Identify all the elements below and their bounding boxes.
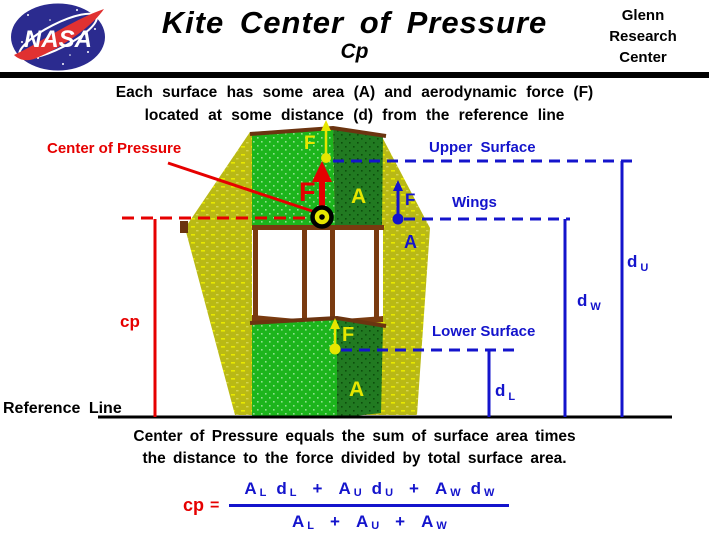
cp-label: cp	[120, 312, 140, 331]
area-label-lower: A	[349, 378, 365, 401]
page-title: Kite Center of Pressure	[161, 5, 548, 40]
frame-stick	[374, 227, 379, 320]
force-label-upper: F	[304, 133, 316, 154]
upper-cell-front	[252, 127, 335, 228]
eq-plus: +	[312, 479, 323, 498]
d-upper-sub: U	[640, 262, 649, 274]
caption-line-1: Center of Pressure equals the sum of sur…	[133, 428, 576, 445]
d-wings-sub: W	[590, 301, 601, 313]
wing-force-arrowhead	[393, 180, 403, 191]
org-line: Center	[619, 49, 667, 66]
upper-force-point	[321, 153, 331, 163]
cp-pointer-line	[167, 161, 319, 215]
lower-cell-side	[337, 320, 383, 418]
logo-swoosh	[14, 9, 104, 61]
frame-stick	[253, 227, 258, 320]
header: Kite Center of Pressure Cp	[0, 6, 709, 64]
header-divider	[0, 72, 709, 78]
wings-label: Wings	[452, 194, 497, 211]
upper-force-arrowhead	[321, 120, 331, 131]
d-lower-base: d	[495, 381, 506, 400]
upper-cell-side	[333, 127, 383, 226]
reference-line-label: Reference Line	[3, 400, 122, 417]
org-line: Glenn	[621, 7, 665, 24]
d-upper-base: d	[627, 252, 638, 271]
caption-line-2: the distance to the force divided by tot…	[142, 450, 567, 467]
wing-force-point	[392, 213, 404, 225]
center-of-pressure-dot	[319, 214, 325, 220]
area-label-upper: A	[351, 185, 367, 208]
nasa-logo-icon: NASA	[11, 3, 105, 71]
logo-text: NASA	[24, 26, 92, 53]
eq-plus: +	[395, 512, 406, 531]
org-line: Research	[609, 28, 677, 45]
force-label-wings: F	[405, 190, 416, 209]
d-wings-base: d	[577, 291, 588, 310]
equation-equals: =	[210, 496, 220, 514]
page-subtitle: Cp	[340, 40, 369, 63]
wing-tip-stick	[180, 221, 188, 233]
lower-cell-front	[252, 320, 337, 418]
intro-line-1: Each surface has some area (A) and aerod…	[115, 84, 594, 101]
lower-surface-label: Lower Surface	[432, 323, 536, 340]
lower-force-point	[329, 343, 341, 355]
equation-lhs: cp	[183, 495, 205, 515]
frame-stick	[302, 228, 307, 318]
center-of-pressure-label: Center of Pressure	[47, 140, 182, 157]
frame-stick	[330, 228, 335, 318]
org-name: Glenn Research Center	[587, 5, 699, 68]
cp-force-arrowhead	[312, 161, 332, 182]
upper-cell-spar	[249, 125, 387, 138]
upper-surface-label: Upper Surface	[429, 139, 536, 156]
intro-line-2: located at some distance (d) from the re…	[144, 107, 565, 124]
d-lower-sub: L	[508, 391, 516, 403]
force-label-cp: F	[299, 177, 316, 207]
lower-force-arrowhead	[330, 318, 340, 329]
lower-cell-spar	[249, 315, 387, 328]
eq-plus: +	[330, 512, 340, 531]
force-label-lower: F	[342, 324, 355, 346]
eq-plus: +	[409, 479, 419, 498]
frame-opening	[252, 226, 383, 320]
area-label-wings: A	[404, 232, 417, 252]
